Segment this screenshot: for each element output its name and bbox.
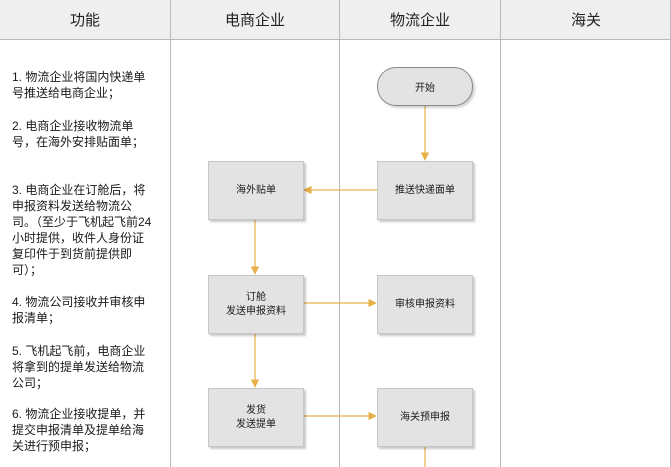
step-description: 2. 电商企业接收物流单号，在海外安排贴面单；	[12, 119, 145, 149]
node-review-docs: 审核申报资料	[377, 275, 473, 334]
node-start: 开始	[377, 67, 473, 106]
step-description: 1. 物流企业将国内快递单号推送给电商企业；	[12, 70, 146, 100]
lane-header-logistics: 物流企业	[340, 0, 500, 39]
step-description: 6. 物流企业接收提单，并提交申报清单及提单给海关进行预申报；	[12, 407, 146, 453]
lane-header-function: 功能	[0, 0, 170, 39]
node-booking-send: 订舱 发送申报资料	[208, 275, 304, 334]
lane-header-ecommerce: 电商企业	[171, 0, 339, 39]
lane-header-customs: 海关	[501, 0, 671, 39]
header-divider	[0, 39, 671, 40]
step-description: 4. 物流公司接收并审核申报清单；	[12, 295, 146, 325]
lane-divider-3	[500, 0, 501, 467]
node-overseas-label: 海外贴单	[208, 161, 304, 220]
node-ship-send: 发货 发送提单	[208, 388, 304, 447]
lane-divider-2	[339, 0, 340, 467]
step-description: 5. 飞机起飞前，电商企业将拿到的提单发送给物流公司；	[12, 344, 146, 390]
lane-divider-1	[170, 0, 171, 467]
step-description: 3. 电商企业在订舱后，将申报资料发送给物流公司。（至少于飞机起飞前24小时提供…	[12, 183, 152, 277]
node-customs-predeclare: 海关预申报	[377, 388, 473, 447]
node-push-waybill: 推送快递面单	[377, 161, 473, 220]
